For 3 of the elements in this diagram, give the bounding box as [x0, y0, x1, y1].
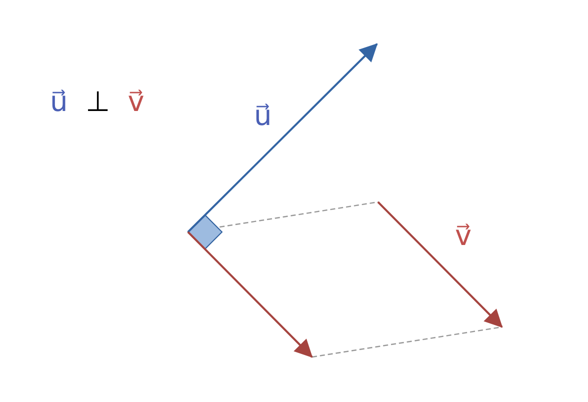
formula: u⃗ ⊥ v⃗ [50, 88, 144, 116]
vector-label: u⃗ [254, 102, 272, 130]
vector-label: v⃗ [455, 222, 472, 250]
